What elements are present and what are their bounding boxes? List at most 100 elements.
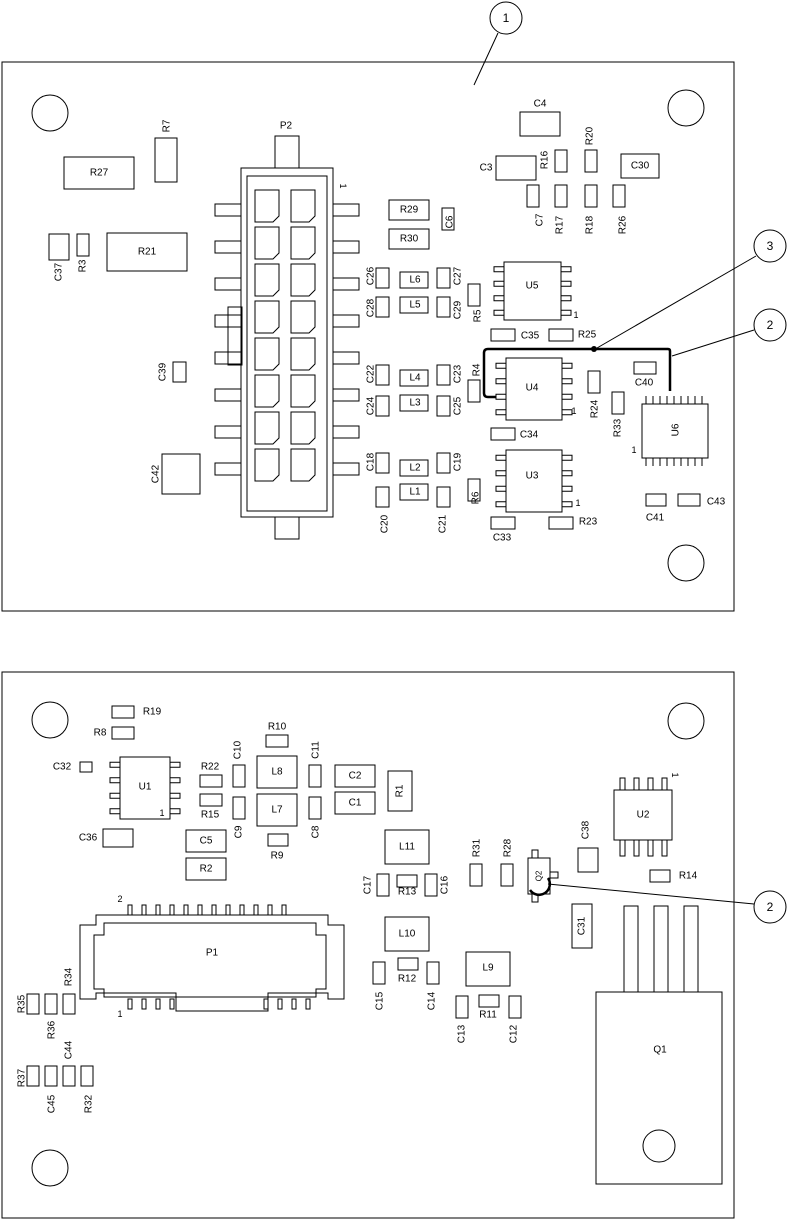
- component-outline: [548, 328, 574, 342]
- component-outline: [490, 328, 516, 342]
- component-label: R4: [472, 363, 483, 376]
- ic-label: U2: [637, 810, 650, 821]
- ic-pin: [561, 409, 573, 416]
- component-label: Q1: [653, 1045, 667, 1056]
- connector-pin-pad: [332, 203, 360, 217]
- transistor-q1-body: [595, 991, 723, 1185]
- bottom-board-outline: [1, 671, 735, 1219]
- ic-pin: [109, 792, 121, 799]
- connector-pin-cavity: [290, 448, 316, 482]
- component-label: R19: [143, 707, 162, 718]
- connector-pin-cavity: [254, 411, 280, 445]
- callout-leader: [671, 329, 755, 357]
- component-outline: [388, 199, 430, 221]
- component-outline: [554, 184, 568, 208]
- component-outline: [526, 184, 540, 208]
- mounting-hole: [31, 1149, 69, 1187]
- component-outline: [649, 869, 671, 883]
- ic-pin: [647, 777, 654, 791]
- component-label: R37: [17, 1068, 28, 1087]
- component-label: R22: [201, 762, 220, 773]
- component-outline: [375, 486, 390, 508]
- component-label: L4: [409, 373, 421, 384]
- component-label: L8: [271, 767, 283, 778]
- component-label: C6: [445, 215, 456, 228]
- component-label: C44: [64, 1040, 75, 1059]
- component-label: C39: [158, 362, 169, 381]
- component-label: C14: [427, 991, 438, 1010]
- ic-pin: [561, 393, 573, 400]
- component-label: R9: [271, 851, 284, 862]
- component-outline: [26, 993, 40, 1015]
- component-outline: [571, 903, 593, 949]
- component-label: L9: [482, 963, 494, 974]
- component-label: C31: [577, 916, 588, 935]
- connector-pin: [169, 998, 175, 1010]
- pin1-marker: 1: [575, 498, 580, 508]
- component-outline: [80, 1065, 94, 1087]
- component-label: C16: [440, 875, 451, 894]
- callout-bubble: [753, 308, 787, 342]
- connector-pin-pad: [214, 203, 242, 217]
- callout-leader: [547, 883, 755, 905]
- component-outline: [584, 184, 598, 208]
- connector-p2-tab: [274, 516, 300, 540]
- component-label: R1: [395, 784, 406, 797]
- ic-label: U1: [139, 782, 152, 793]
- component-label: C4: [534, 99, 547, 110]
- connector-pin: [225, 904, 231, 916]
- component-outline: [436, 296, 451, 318]
- component-label: L11: [399, 842, 415, 853]
- connector-pin: [253, 904, 259, 916]
- component-outline: [465, 951, 511, 987]
- callout-bubble: [753, 890, 787, 924]
- component-label: L10: [399, 929, 416, 940]
- component-outline: [256, 793, 298, 827]
- component-outline: [375, 395, 390, 417]
- component-label: C32: [53, 762, 72, 773]
- component-outline: [436, 395, 451, 417]
- ic-pin: [495, 501, 507, 508]
- pin1-marker: 1: [159, 808, 164, 818]
- component-outline: [397, 957, 419, 971]
- connector-pin: [155, 998, 161, 1010]
- connector-label: P1: [206, 948, 219, 959]
- connector-pin: [183, 904, 189, 916]
- connector-pin-pad: [332, 462, 360, 476]
- connector-pin-cavity: [290, 374, 316, 408]
- component-label: C21: [438, 514, 449, 533]
- component-label: C17: [363, 875, 374, 894]
- component-outline: [399, 369, 429, 387]
- component-outline: [469, 863, 483, 887]
- ic-pin: [109, 777, 121, 784]
- component-label: C8: [311, 825, 322, 838]
- component-label: C28: [366, 298, 377, 317]
- component-outline: [490, 516, 516, 530]
- pin1-marker: 1: [631, 445, 636, 455]
- ic-pin: [560, 309, 572, 316]
- component-label: R20: [585, 126, 596, 145]
- connector-pin: [239, 904, 245, 916]
- component-label: R27: [90, 168, 109, 179]
- trace-via: [591, 346, 597, 352]
- component-outline: [308, 796, 322, 820]
- connector-p2-tab: [274, 135, 300, 169]
- component-outline: [584, 149, 598, 173]
- callout-number: 2: [767, 318, 774, 332]
- ic-label: U4: [526, 383, 539, 394]
- mounting-hole: [667, 89, 705, 127]
- component-outline: [426, 961, 440, 985]
- ic-pin: [561, 485, 573, 492]
- component-outline: [645, 493, 667, 507]
- component-label: C25: [453, 396, 464, 415]
- component-outline: [384, 916, 430, 952]
- component-label: C15: [375, 991, 386, 1010]
- component-outline: [161, 453, 201, 495]
- component-label: R26: [618, 215, 629, 234]
- transistor-pin: [549, 871, 559, 879]
- component-outline: [388, 228, 430, 250]
- component-label: R3: [78, 259, 89, 272]
- component-outline: [478, 994, 500, 1008]
- component-label: R23: [579, 517, 598, 528]
- component-label: C5: [200, 836, 213, 847]
